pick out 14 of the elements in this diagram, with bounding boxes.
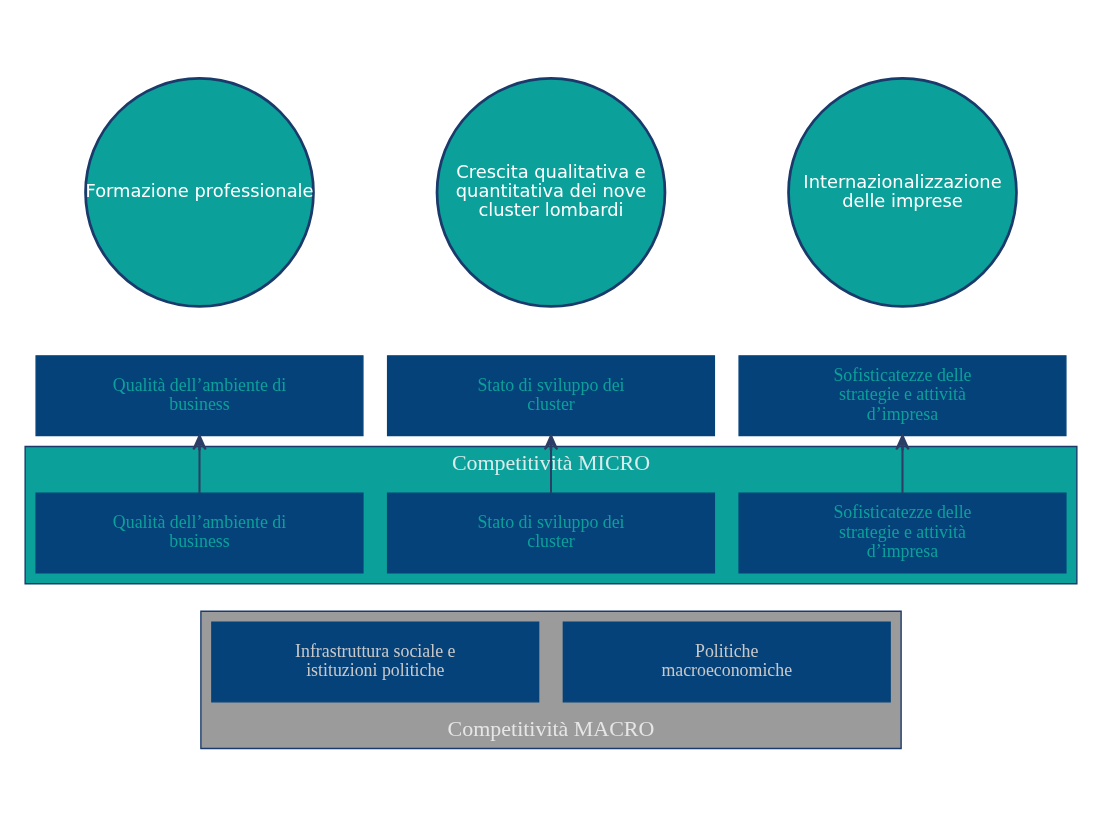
node-box: Sofisticatezze delle strategie e attività d’impresa: [738, 354, 1067, 436]
node-circle: Internazionalizzazione delle imprese: [787, 76, 1018, 308]
arrow: [543, 434, 559, 493]
node-box: Qualità dell’ambiente di business: [35, 354, 364, 436]
node-box: Politiche macroeconomiche: [562, 621, 891, 703]
node-box: Stato di sviluppo dei cluster: [386, 354, 716, 436]
node-circle: Formazione professionale: [84, 76, 315, 308]
arrow: [895, 434, 910, 493]
node-box: Qualità dell’ambiente di business: [35, 491, 364, 573]
node-box: Sofisticatezze delle strategie e attività d’impresa: [738, 491, 1067, 573]
node-box: Stato di sviluppo dei cluster: [386, 491, 716, 573]
arrow: [192, 434, 207, 493]
node-box: Infrastruttura sociale e istituzioni politiche: [211, 621, 540, 703]
node-circle: Crescita qualitativa e quantitativa dei nove cluster lombardi: [435, 76, 667, 308]
